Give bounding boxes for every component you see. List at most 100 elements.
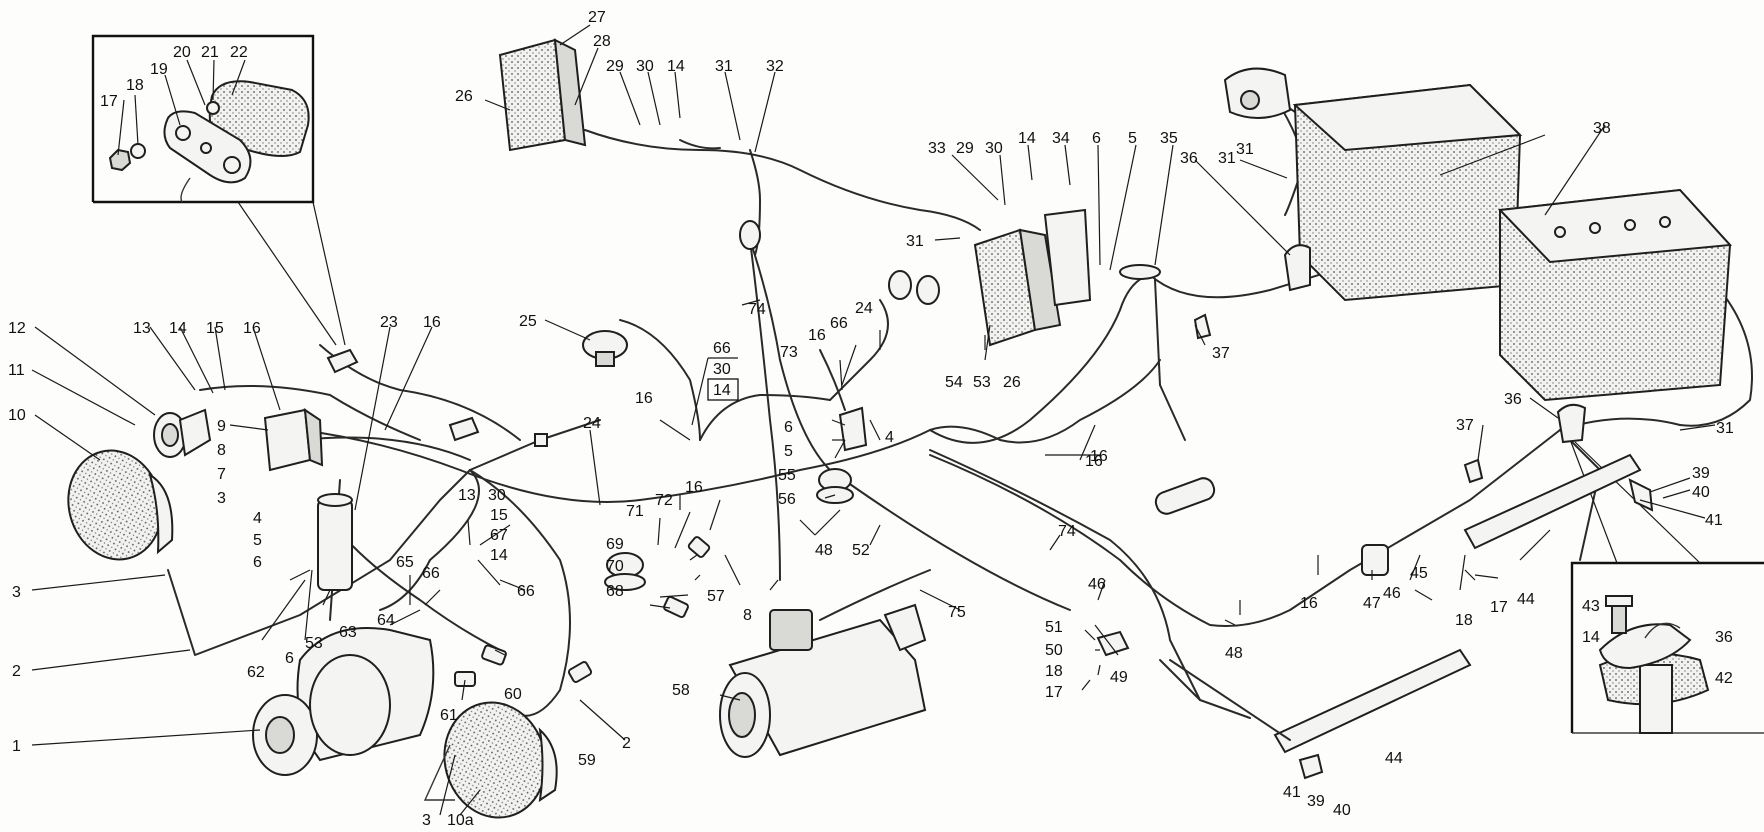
callout-5: 5 bbox=[253, 532, 262, 549]
callout-33: 33 bbox=[928, 140, 946, 157]
voltage-regulator bbox=[317, 493, 353, 591]
connector-47 bbox=[1361, 544, 1389, 576]
callout-14: 14 bbox=[490, 547, 508, 564]
callout-36: 36 bbox=[1715, 629, 1733, 646]
callout-66: 66 bbox=[422, 565, 440, 582]
callout-59: 59 bbox=[578, 752, 596, 769]
callout-12: 12 bbox=[8, 320, 26, 337]
callout-17: 17 bbox=[1045, 684, 1063, 701]
callout-16: 16 bbox=[1090, 448, 1108, 465]
callout-66: 66 bbox=[713, 340, 731, 357]
callout-48: 48 bbox=[815, 542, 833, 559]
callout-34: 34 bbox=[1052, 130, 1070, 147]
callout-31: 31 bbox=[1716, 420, 1734, 437]
callout-37: 37 bbox=[1456, 417, 1474, 434]
callout-16: 16 bbox=[423, 314, 441, 331]
callout-9: 9 bbox=[217, 418, 226, 435]
callout-53: 53 bbox=[305, 635, 323, 652]
callout-13: 13 bbox=[133, 320, 151, 337]
callout-35: 35 bbox=[1160, 130, 1178, 147]
callout-8: 8 bbox=[217, 442, 226, 459]
callout-50: 50 bbox=[1045, 642, 1063, 659]
relay-box bbox=[263, 407, 324, 472]
sensor-59 bbox=[567, 661, 593, 683]
tail-lamp-top bbox=[498, 38, 587, 152]
callout-30: 30 bbox=[636, 58, 654, 75]
callout-40: 40 bbox=[1692, 484, 1710, 501]
callout-14: 14 bbox=[1018, 130, 1036, 147]
callout-55: 55 bbox=[778, 467, 796, 484]
callout-28: 28 bbox=[593, 33, 611, 50]
callout-68: 68 bbox=[606, 583, 624, 600]
callout-41: 41 bbox=[1283, 784, 1301, 801]
lamps-small bbox=[326, 348, 548, 447]
terminal-36-top bbox=[1283, 244, 1311, 292]
callout-4: 4 bbox=[885, 429, 894, 446]
callout-57: 57 bbox=[707, 588, 725, 605]
callout-71: 71 bbox=[626, 503, 644, 520]
callout-16: 16 bbox=[808, 327, 826, 344]
callout-3: 3 bbox=[217, 490, 226, 507]
callout-4: 4 bbox=[253, 510, 262, 527]
callout-31: 31 bbox=[715, 58, 733, 75]
plugs-24 bbox=[739, 220, 940, 305]
callout-53: 53 bbox=[973, 374, 991, 391]
callout-15: 15 bbox=[490, 507, 508, 524]
battery-rear bbox=[1292, 83, 1523, 302]
straps-44 bbox=[1169, 453, 1642, 754]
callout-3: 3 bbox=[422, 812, 431, 829]
sensor-56 bbox=[816, 468, 854, 504]
sensor-68 bbox=[663, 595, 689, 619]
callout-56: 56 bbox=[778, 491, 796, 508]
callout-49: 49 bbox=[1110, 669, 1128, 686]
callout-7: 7 bbox=[217, 466, 226, 483]
battery-front bbox=[1497, 188, 1733, 402]
callout-27: 27 bbox=[588, 9, 606, 26]
callout-13: 13 bbox=[458, 487, 476, 504]
boxed-callout-group: 66 30 14 bbox=[691, 340, 739, 426]
generator bbox=[252, 627, 435, 776]
fuel-sender bbox=[1119, 264, 1216, 515]
callout-32: 32 bbox=[766, 58, 784, 75]
callout-26: 26 bbox=[1003, 374, 1021, 391]
callout-14: 14 bbox=[713, 382, 731, 399]
callout-31: 31 bbox=[1236, 141, 1254, 158]
callout-69: 69 bbox=[606, 536, 624, 553]
callout-64: 64 bbox=[377, 612, 395, 629]
callout-43: 43 bbox=[1582, 598, 1600, 615]
callout-17: 17 bbox=[1490, 599, 1508, 616]
callout-16: 16 bbox=[635, 390, 653, 407]
callout-31: 31 bbox=[906, 233, 924, 250]
callout-36: 36 bbox=[1180, 150, 1198, 167]
callout-18: 18 bbox=[1045, 663, 1063, 680]
callout-14: 14 bbox=[169, 320, 187, 337]
sensor-61 bbox=[454, 671, 476, 687]
callout-16: 16 bbox=[685, 479, 703, 496]
callout-16: 16 bbox=[1085, 453, 1103, 470]
callout-6: 6 bbox=[784, 419, 793, 436]
callout-20: 20 bbox=[173, 44, 191, 61]
sensor-57 bbox=[687, 536, 711, 558]
callout-48: 48 bbox=[1225, 645, 1243, 662]
callout-58: 58 bbox=[672, 682, 690, 699]
callout-62: 62 bbox=[247, 664, 265, 681]
callout-8: 8 bbox=[743, 607, 752, 624]
headlight-lower bbox=[423, 701, 558, 819]
callout-labels: 1 2 2 3 3 3 10а 10 11 12 13 14 15 16 9 8… bbox=[8, 9, 1734, 829]
callout-16: 16 bbox=[1300, 595, 1318, 612]
callout-37: 37 bbox=[1212, 345, 1230, 362]
callout-60: 60 bbox=[504, 686, 522, 703]
callout-45: 45 bbox=[1410, 565, 1428, 582]
callout-44: 44 bbox=[1385, 750, 1403, 767]
callout-30: 30 bbox=[488, 487, 506, 504]
callout-24: 24 bbox=[855, 300, 873, 317]
sensor-69 bbox=[604, 552, 646, 591]
callout-66: 66 bbox=[830, 315, 848, 332]
callout-6: 6 bbox=[1092, 130, 1101, 147]
callout-19: 19 bbox=[150, 61, 168, 78]
callout-15: 15 bbox=[206, 320, 224, 337]
callout-10a: 10а bbox=[447, 812, 474, 829]
callout-38: 38 bbox=[1593, 120, 1611, 137]
callout-2: 2 bbox=[12, 663, 21, 680]
callout-2: 2 bbox=[622, 735, 631, 752]
